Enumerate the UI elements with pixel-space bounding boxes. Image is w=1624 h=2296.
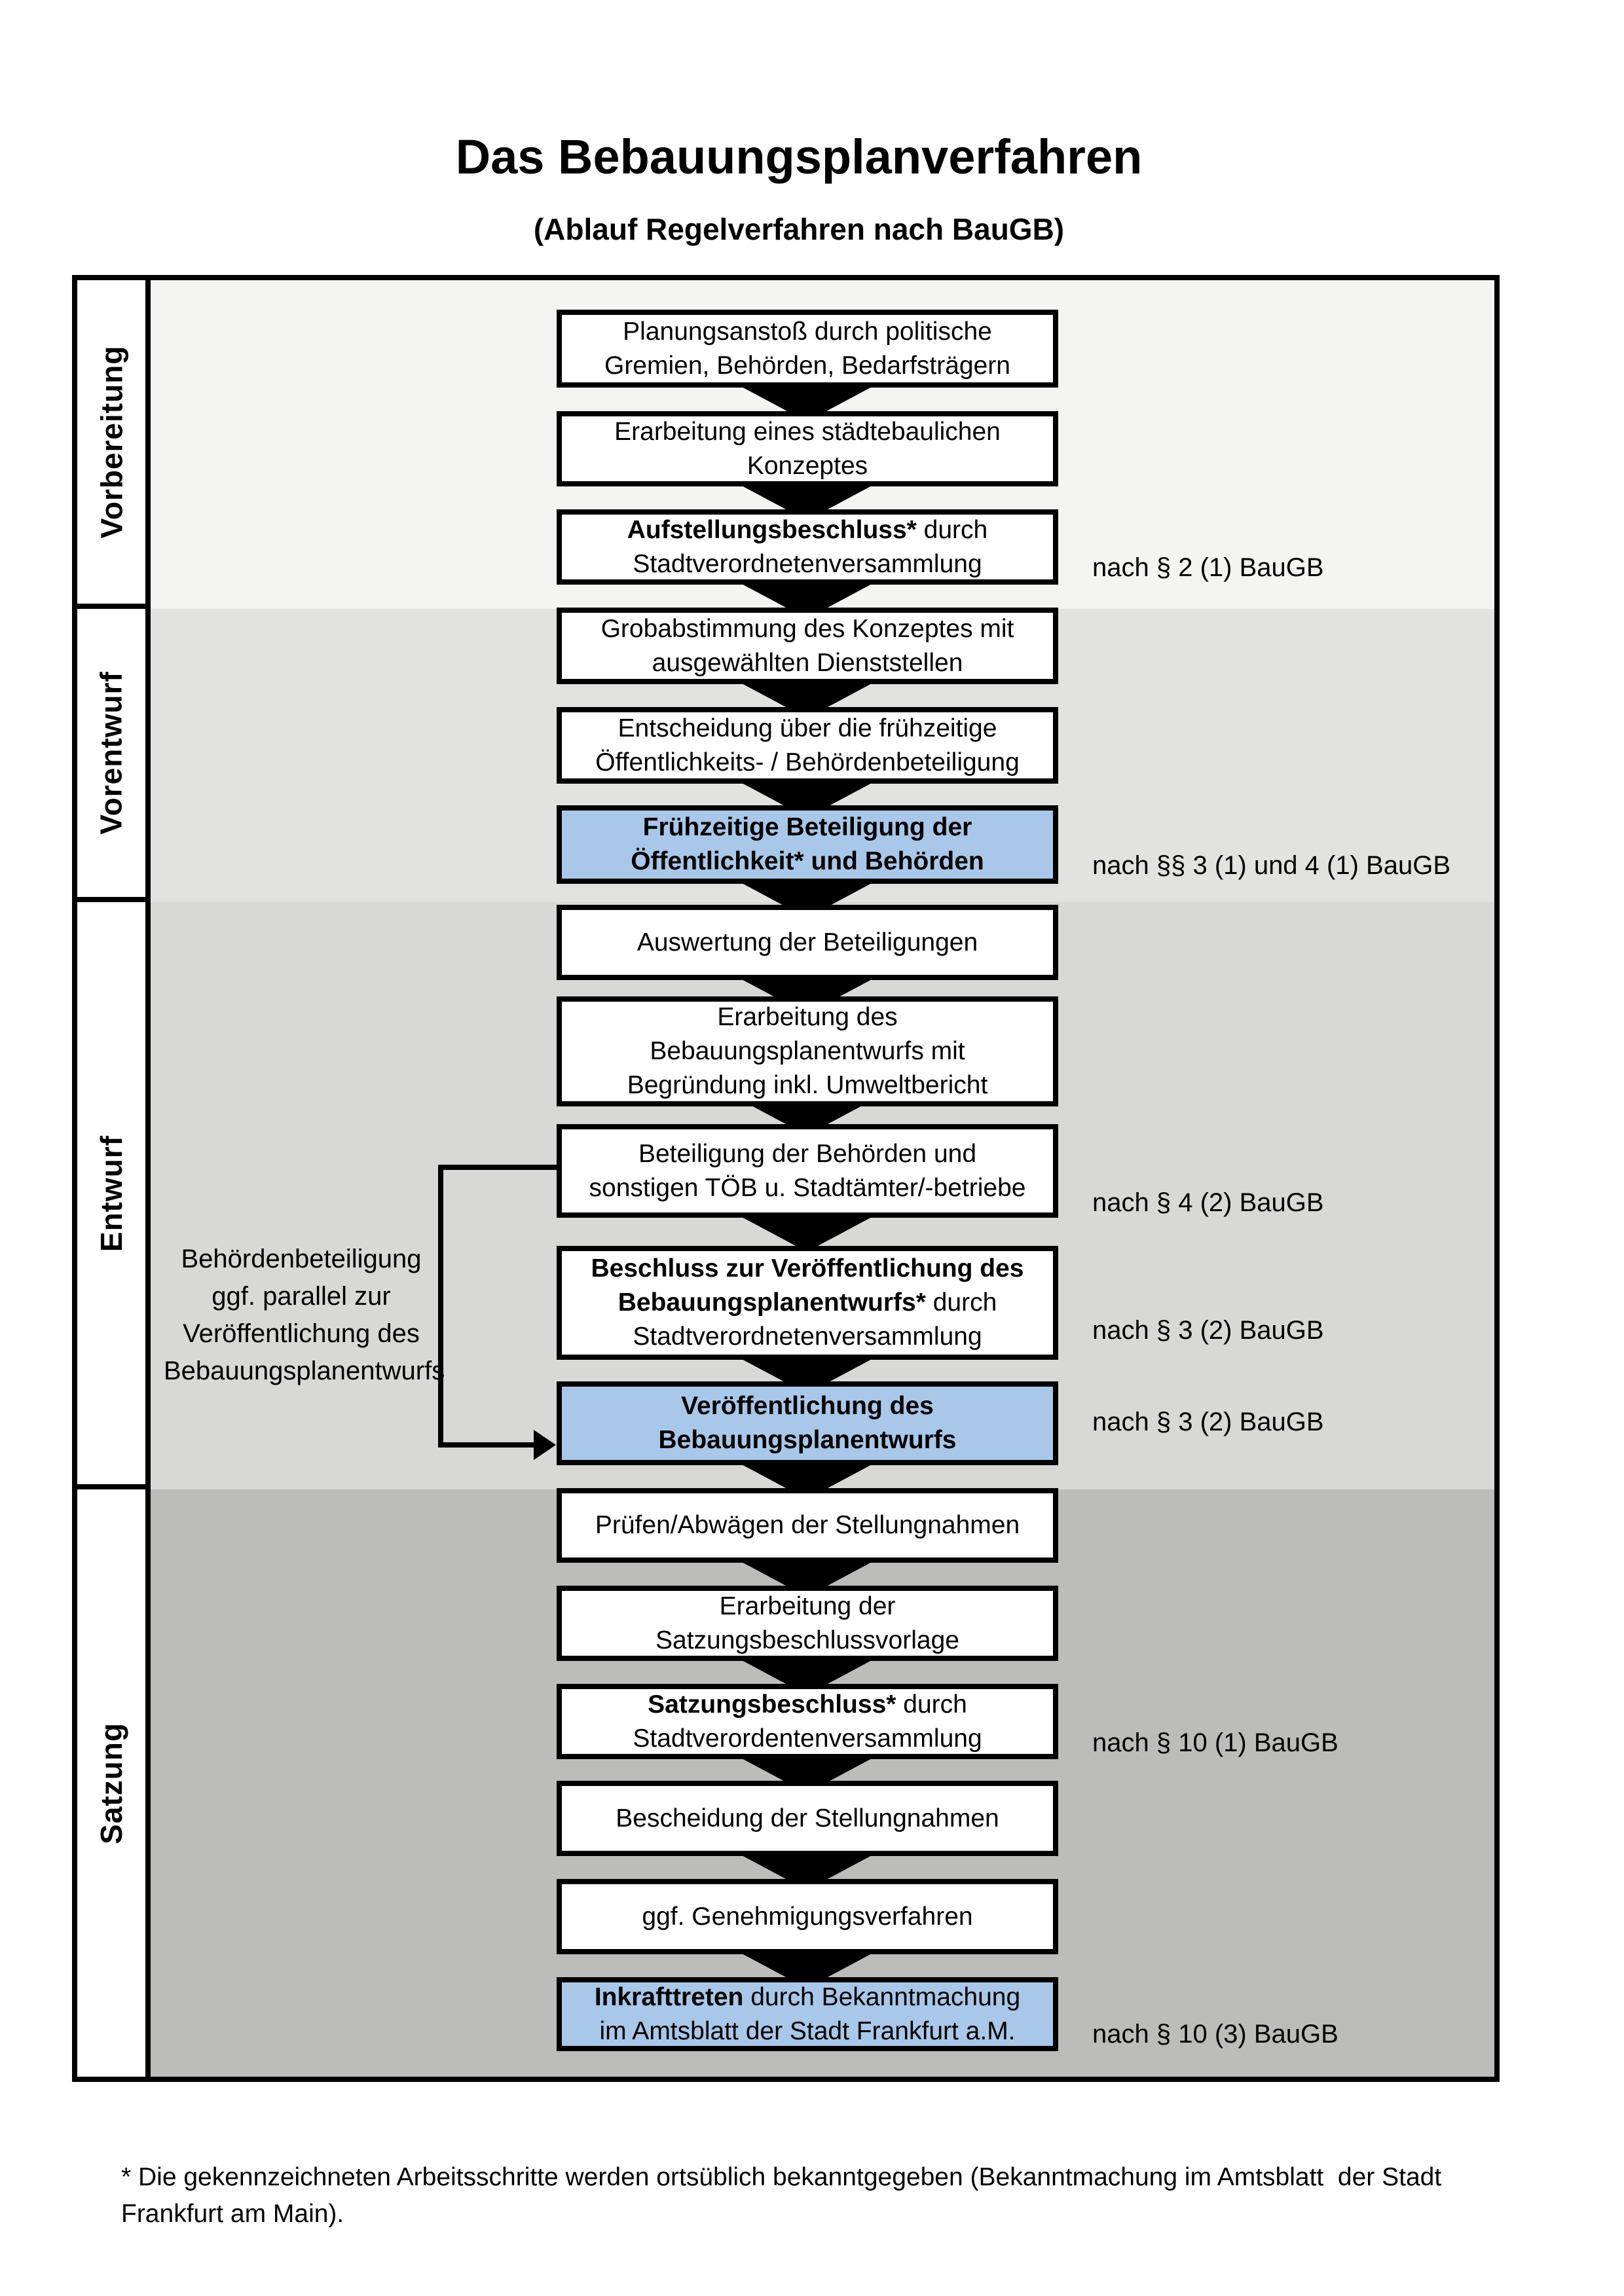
step-text: Bebauungsplanentwurfs xyxy=(658,1426,957,1454)
step-genehmigungsverfahren: ggf. Genehmigungsverfahren xyxy=(557,1879,1058,1954)
law-reference: nach § 10 (3) BauGB xyxy=(1092,2020,1338,2049)
phase-label: Vorentwurf xyxy=(94,671,128,835)
step-text: Entscheidung über die frühzeitige xyxy=(618,714,997,742)
step-text: Gremien, Behörden, Bedarfsträgern xyxy=(604,351,1010,380)
side-note-connector-line xyxy=(438,1165,559,1170)
phase-section-satzung: Satzung xyxy=(77,1489,151,2077)
step-text: durch Bekanntmachung xyxy=(743,1982,1021,2011)
side-note-connector-line xyxy=(438,1165,443,1448)
step-pruefen-abwaegen-stellungnahmen: Prüfen/Abwägen der Stellungnahmen xyxy=(557,1488,1058,1563)
step-text: durch xyxy=(916,515,988,544)
step-text: Grobabstimmung des Konzeptes mit xyxy=(600,614,1014,643)
step-text: Öffentlichkeits- / Behördenbeteiligung xyxy=(595,748,1020,776)
step-beteiligung-behoerden-toeb: Beteiligung der Behörden und sonstigen T… xyxy=(557,1124,1058,1218)
step-beschluss-veroeffentlichung: Beschluss zur Veröffentlichung des Bebau… xyxy=(557,1246,1058,1360)
step-text: Erarbeitung der xyxy=(719,1592,896,1620)
step-text: Erarbeitung eines städtebaulichen xyxy=(614,417,1001,446)
step-inkrafttreten: Inkrafttreten durch Bekanntmachung im Am… xyxy=(557,1977,1058,2051)
step-text: Konzeptes xyxy=(747,451,868,480)
step-text: Begründung inkl. Umweltbericht xyxy=(627,1071,988,1099)
step-staedtebauliches-konzept: Erarbeitung eines städtebaulichen Konzep… xyxy=(557,411,1058,486)
step-text: Inkrafttreten xyxy=(594,1982,744,2011)
step-satzungsbeschluss: Satzungsbeschluss* durch Stadtverordente… xyxy=(557,1684,1058,1759)
step-text: Stadtverordentenversammlung xyxy=(633,1724,982,1753)
step-planungsanstoss: Planungsanstoß durch politische Gremien,… xyxy=(557,310,1058,388)
step-text: Beteiligung der Behörden und xyxy=(638,1139,977,1168)
law-reference: nach § 3 (2) BauGB xyxy=(1092,1408,1324,1436)
step-text: Auswertung der Beteiligungen xyxy=(637,928,978,957)
step-text: Stadtverordnetenversammlung xyxy=(633,549,982,578)
step-erarbeitung-bebauungsplanentwurf: Erarbeitung des Bebauungsplanentwurfs mi… xyxy=(557,996,1058,1106)
step-text: sonstigen TÖB u. Stadtämter/-betriebe xyxy=(589,1173,1026,1202)
step-text: Beschluss zur Veröffentlichung des xyxy=(591,1254,1024,1283)
step-text: ggf. Genehmigungsverfahren xyxy=(642,1902,973,1931)
side-note-connector-line xyxy=(438,1442,536,1448)
side-note-connector-arrow-icon xyxy=(534,1430,556,1460)
phase-section-vorentwurf: Vorentwurf xyxy=(77,609,151,902)
step-text: Öffentlichkeit* und Behörden xyxy=(631,847,984,875)
step-grobabstimmung: Grobabstimmung des Konzeptes mit ausgewä… xyxy=(557,608,1058,684)
phase-label: Entwurf xyxy=(94,1135,129,1252)
phase-section-vorbereitung: Vorbereitung xyxy=(77,280,151,609)
law-reference: nach §§ 3 (1) und 4 (1) BauGB xyxy=(1092,851,1450,880)
step-entscheidung-fruehzeitige-beteiligung: Entscheidung über die frühzeitige Öffent… xyxy=(557,707,1058,784)
step-text: Frühzeitige Beteiligung der xyxy=(642,813,972,841)
step-text: im Amtsblatt der Stadt Frankfurt a.M. xyxy=(599,2016,1016,2045)
phase-label: Satzung xyxy=(94,1722,129,1844)
law-reference: nach § 2 (1) BauGB xyxy=(1092,553,1324,582)
step-text: Planungsanstoß durch politische xyxy=(623,317,992,346)
step-text: Bebauungsplanentwurfs mit xyxy=(650,1037,965,1065)
step-erarbeitung-satzungsbeschlussvorlage: Erarbeitung der Satzungsbeschlussvorlage xyxy=(557,1586,1058,1661)
step-veroeffentlichung-bebauungsplanentwurf: Veröffentlichung des Bebauungsplanentwur… xyxy=(557,1381,1058,1465)
step-text: Prüfen/Abwägen der Stellungnahmen xyxy=(595,1511,1020,1539)
page-subtitle: (Ablauf Regelverfahren nach BauGB) xyxy=(533,212,1065,246)
footnote: * Die gekennzeichneten Arbeitsschritte w… xyxy=(121,2163,1442,2228)
step-text: Veröffentlichung des xyxy=(681,1392,934,1420)
step-text: Erarbeitung des xyxy=(717,1003,898,1031)
step-auswertung-beteiligungen: Auswertung der Beteiligungen xyxy=(557,905,1058,980)
step-aufstellungsbeschluss: Aufstellungsbeschluss* durch Stadtverord… xyxy=(557,509,1058,585)
phase-label: Vorbereitung xyxy=(94,345,129,539)
step-fruehzeitige-beteiligung: Frühzeitige Beteiligung der Öffentlichke… xyxy=(557,805,1058,884)
law-reference: nach § 3 (2) BauGB xyxy=(1092,1316,1324,1345)
law-reference: nach § 4 (2) BauGB xyxy=(1092,1188,1324,1217)
step-text: Satzungsbeschluss* xyxy=(648,1690,896,1719)
page-title: Das Bebauungsplanverfahren xyxy=(455,130,1143,184)
step-text: Aufstellungsbeschluss* xyxy=(627,515,917,544)
step-text: Bescheidung der Stellungnahmen xyxy=(616,1804,999,1832)
step-text: Bebauungsplanentwurfs* xyxy=(618,1288,926,1317)
step-text: Stadtverordnetenversammlung xyxy=(633,1322,982,1351)
down-arrow-icon xyxy=(731,1211,883,1252)
step-text: durch xyxy=(925,1288,997,1317)
step-bescheidung-stellungnahmen: Bescheidung der Stellungnahmen xyxy=(557,1781,1058,1856)
step-text: ausgewählten Dienststellen xyxy=(652,648,963,677)
phase-label-column: Vorbereitung Vorentwurf Entwurf Satzung xyxy=(77,280,151,2077)
step-text: Satzungsbeschlussvorlage xyxy=(655,1626,959,1654)
phase-section-entwurf: Entwurf xyxy=(77,902,151,1489)
law-reference: nach § 10 (1) BauGB xyxy=(1092,1728,1338,1757)
step-text: durch xyxy=(896,1690,967,1719)
side-note-behoerdenbeteiligung: Behördenbeteiligung ggf. parallel zur Ve… xyxy=(164,1245,445,1385)
